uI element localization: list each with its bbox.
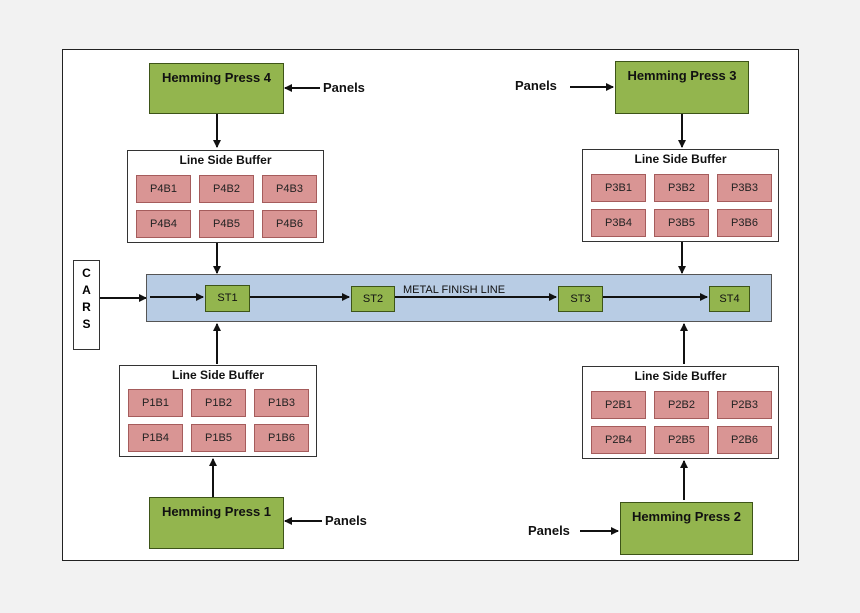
line-side-buffer-1: Line Side Buffer P1B1 P1B2 P1B3 P1B4 P1B…	[119, 365, 317, 457]
hemming-press-4: Hemming Press 4	[149, 63, 284, 114]
station-st3: ST3	[558, 286, 603, 312]
buffer-cell: P3B3	[717, 174, 772, 202]
buffer-cell: P1B6	[254, 424, 309, 452]
buffer-title: Line Side Buffer	[179, 153, 272, 167]
cars-letter: R	[82, 300, 91, 314]
hemming-press-1: Hemming Press 1	[149, 497, 284, 549]
line-side-buffer-3: Line Side Buffer P3B1 P3B2 P3B3 P3B4 P3B…	[582, 149, 779, 242]
cars-letter: C	[82, 266, 91, 280]
buffer-title: Line Side Buffer	[634, 152, 727, 166]
buffer-cell: P2B6	[717, 426, 772, 454]
station-st2: ST2	[351, 286, 395, 312]
cars-letter: A	[82, 283, 91, 297]
buffer-cell: P4B4	[136, 210, 191, 238]
buffer-cell: P1B5	[191, 424, 246, 452]
buffer-cell: P3B5	[654, 209, 709, 237]
buffer-cell: P1B3	[254, 389, 309, 417]
buffer-cell: P1B4	[128, 424, 183, 452]
buffer-cell: P2B4	[591, 426, 646, 454]
buffer-cell: P2B3	[717, 391, 772, 419]
station-st4: ST4	[709, 286, 750, 312]
panels-label-press3: Panels	[515, 78, 557, 93]
line-side-buffer-2: Line Side Buffer P2B1 P2B2 P2B3 P2B4 P2B…	[582, 366, 779, 459]
hemming-press-2: Hemming Press 2	[620, 502, 753, 555]
buffer-cell: P2B2	[654, 391, 709, 419]
buffer-cell: P4B5	[199, 210, 254, 238]
buffer-title: Line Side Buffer	[171, 368, 264, 382]
buffer-title: Line Side Buffer	[634, 369, 727, 383]
buffer-cell: P4B2	[199, 175, 254, 203]
hemming-press-3: Hemming Press 3	[615, 61, 749, 114]
buffer-cell: P4B3	[262, 175, 317, 203]
buffer-cell: P1B1	[128, 389, 183, 417]
panels-label-press2: Panels	[528, 523, 570, 538]
buffer-cell: P4B6	[262, 210, 317, 238]
buffer-cell: P3B1	[591, 174, 646, 202]
buffer-cell: P2B5	[654, 426, 709, 454]
station-st1: ST1	[205, 285, 250, 312]
buffer-cell: P2B1	[591, 391, 646, 419]
buffer-cell: P3B6	[717, 209, 772, 237]
metal-finish-line-label: METAL FINISH LINE	[403, 284, 506, 296]
panels-label-press4: Panels	[323, 80, 365, 95]
buffer-cell: P3B4	[591, 209, 646, 237]
cars-letter: S	[82, 317, 91, 331]
metal-finish-line: METAL FINISH LINE	[146, 274, 772, 322]
line-side-buffer-4: Line Side Buffer P4B1 P4B2 P4B3 P4B4 P4B…	[127, 150, 324, 243]
buffer-cell: P3B2	[654, 174, 709, 202]
buffer-cell: P4B1	[136, 175, 191, 203]
cars-box: C A R S	[73, 260, 100, 350]
buffer-cell: P1B2	[191, 389, 246, 417]
panels-label-press1: Panels	[325, 513, 367, 528]
